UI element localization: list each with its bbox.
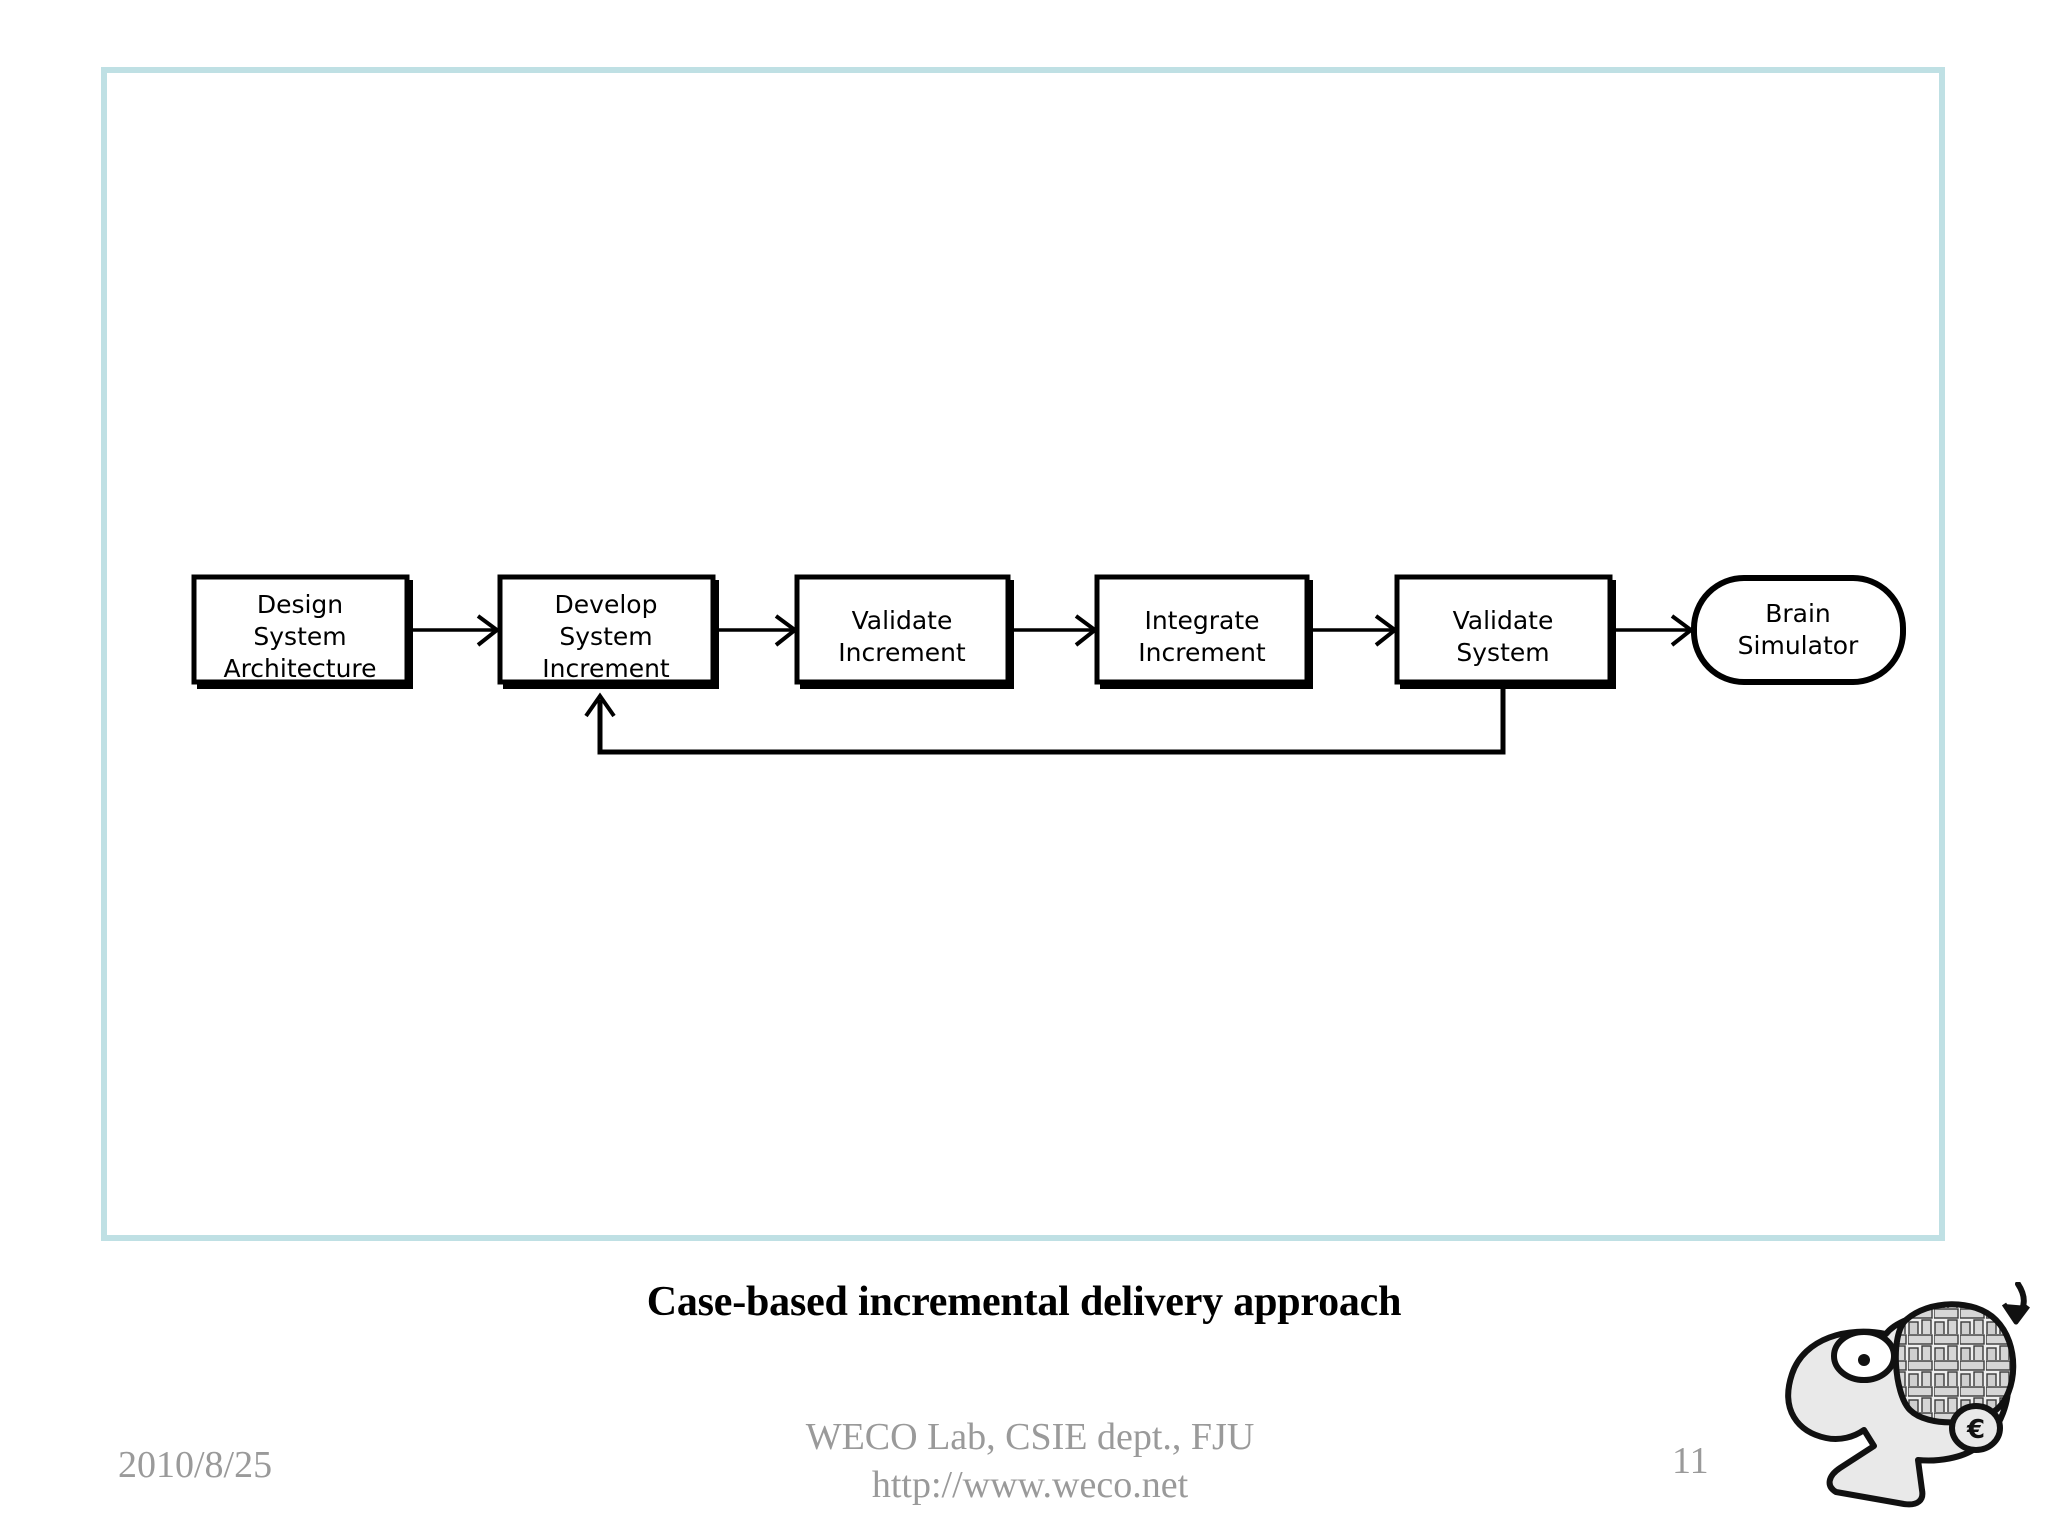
ear: €	[1949, 1403, 2003, 1453]
node-integrate-increment[interactable]: Integrate Increment	[1094, 574, 1310, 685]
brain-weave	[1892, 1301, 2017, 1426]
node-label-line: Validate	[1453, 606, 1554, 635]
node-label-line: Increment	[1138, 638, 1266, 667]
node-label-line: Brain	[1765, 599, 1831, 628]
node-label-line: Increment	[542, 654, 670, 683]
node-label-line: System	[253, 622, 346, 651]
node-design-system-architecture[interactable]: Design System Architecture	[191, 574, 410, 685]
diagram-caption: Case-based incremental delivery approach	[646, 1279, 1402, 1325]
eye	[1831, 1329, 1897, 1383]
footer-org-line1: WECO Lab, CSIE dept., FJU	[805, 1416, 1255, 1458]
footer-organization: WECO Lab, CSIE dept., FJU http://www.wec…	[640, 1414, 1420, 1509]
footer-org-line2: http://www.weco.net	[871, 1463, 1189, 1506]
weco-brain-head-logo: €	[1785, 1282, 2030, 1508]
node-label-line: Design	[257, 590, 343, 619]
arrow-icon	[2001, 1282, 2030, 1325]
footer-page-number: 11	[1672, 1440, 1709, 1482]
node-develop-system-increment[interactable]: Develop System Increment	[497, 574, 716, 685]
node-label-line: Develop	[555, 590, 658, 619]
node-brain-simulator[interactable]: Brain Simulator	[1691, 575, 1906, 685]
node-validate-system[interactable]: Validate System	[1394, 574, 1613, 685]
node-label-line: Validate	[852, 606, 953, 635]
node-validate-increment[interactable]: Validate Increment	[794, 574, 1011, 685]
node-label-line: Simulator	[1738, 631, 1859, 660]
ear-euro-glyph: €	[1966, 1415, 1985, 1445]
node-label-line: Integrate	[1144, 606, 1259, 635]
footer-date: 2010/8/25	[118, 1444, 273, 1486]
node-label-line: System	[1456, 638, 1549, 667]
node-label-line: Increment	[838, 638, 966, 667]
node-label-line: Architecture	[223, 654, 376, 683]
node-label-line: System	[559, 622, 652, 651]
